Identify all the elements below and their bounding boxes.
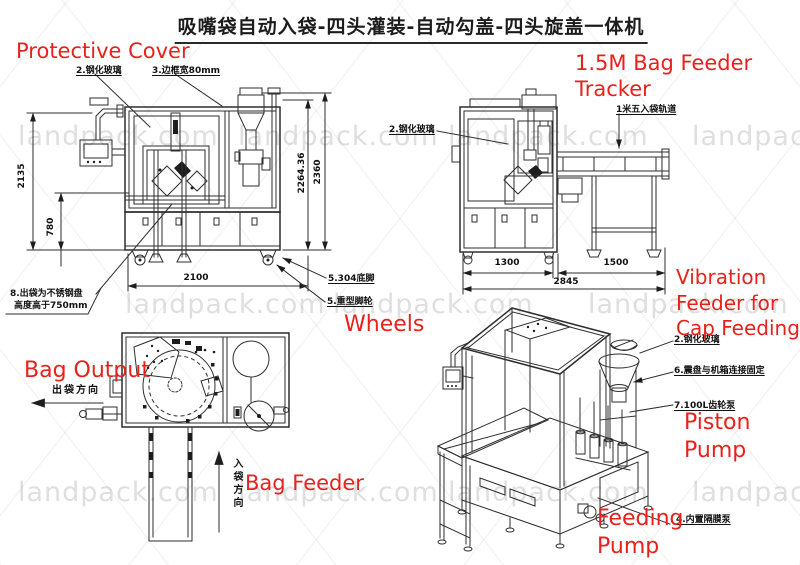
watermark-text: landpack.com <box>125 289 326 320</box>
note-bag-rail: 1米五入袋轨道 <box>616 105 677 115</box>
machine-side-view <box>79 87 281 266</box>
watermark-text: landpack.com <box>18 121 219 152</box>
dim-outlet-height: 780 <box>46 217 56 237</box>
watermark-text: landpack.com <box>692 121 800 152</box>
dim-side-height: 2135 <box>17 163 27 189</box>
watermark-text: landpack.com <box>18 477 219 508</box>
note-tempered-glass-front: 2.钢化玻璃 <box>389 125 435 135</box>
label-protective-cover: Protective Cover <box>16 39 190 63</box>
dim-total-width: 2845 <box>553 277 579 287</box>
label-bag-output: Bag Output <box>24 358 150 383</box>
note-diaphragm-pump: 4.内置隔膜泵 <box>676 515 731 525</box>
dim-rail-width: 1500 <box>603 258 629 268</box>
note-304-feet: 5.304底脚 <box>328 274 375 284</box>
note-frame-width: 3.边框宽80mm <box>152 66 220 76</box>
machine-iso-view <box>436 307 653 552</box>
machine-front-view <box>451 88 670 265</box>
dim-frame-height: 2264.36 <box>297 152 307 194</box>
dimension-lines <box>26 92 666 295</box>
note-tempered-glass-side: 2.钢化玻璃 <box>76 66 122 76</box>
note-tempered-glass-iso: 2.钢化玻璃 <box>674 335 720 345</box>
note-gear-pump: 7.100L齿轮泵 <box>674 401 736 411</box>
label-piston-pump: Piston Pump <box>684 410 751 463</box>
label-feeding-pump: Feeding Pump <box>597 506 684 559</box>
note-bag-outlet-1: 8.出袋为不锈钢盘 <box>10 289 83 299</box>
label-bag-out-direction: 出袋方向 <box>52 385 100 396</box>
dim-side-width: 2100 <box>183 273 209 283</box>
label-bag-in-direction: 入袋方向 <box>231 458 242 510</box>
label-wheels: Wheels <box>344 312 425 337</box>
label-bag-feeder-tracker: 1.5M Bag Feeder Tracker <box>575 51 753 102</box>
watermark-text: landpack.com <box>238 477 439 508</box>
note-bag-outlet-2: 高度高于750mm <box>14 301 88 311</box>
watermark-text: landpack.com <box>333 289 534 320</box>
drawing-title: 吸嘴袋自动入袋-四头灌装-自动勾盖-四头旋盖一体机 <box>174 12 648 44</box>
watermark-text: landpack.com <box>238 121 439 152</box>
watermark-text: landpack.com <box>588 289 789 320</box>
note-bowl-mount: 6.震盘与机箱连接固定 <box>674 366 765 376</box>
watermark-text: landpack.com <box>448 477 649 508</box>
dim-total-height: 2360 <box>313 159 323 185</box>
dim-cabinet-width: 1300 <box>494 258 520 268</box>
label-vibration-feeder: Vibration Feeder for Cap Feeding <box>676 265 800 341</box>
leader-lines <box>5 73 674 533</box>
note-heavy-casters: 5.重型脚轮 <box>327 297 373 307</box>
watermark-text: landpack.com <box>692 477 800 508</box>
top-view <box>79 332 290 542</box>
label-bag-feeder: Bag Feeder <box>245 471 364 495</box>
